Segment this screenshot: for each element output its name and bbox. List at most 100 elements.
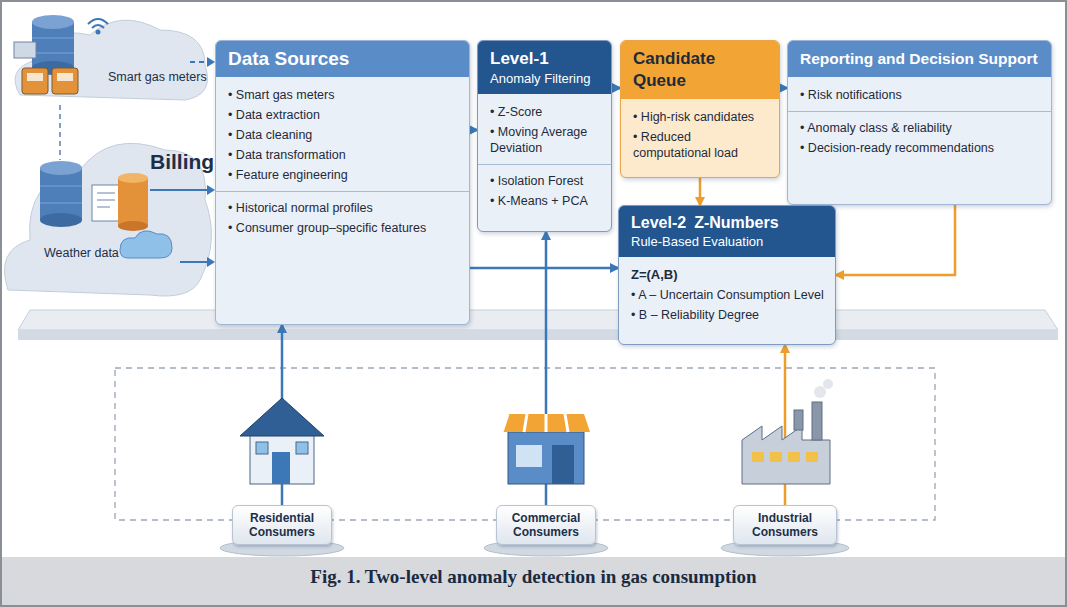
bullet-item: • Moving Average Deviation — [490, 124, 601, 156]
factory-icon-part — [823, 379, 833, 389]
gas-meter-icons — [22, 68, 78, 94]
factory-icon-part — [794, 410, 803, 430]
section-divider — [788, 111, 1051, 112]
process-box: Data Sources • Smart gas meters • Data ext… — [215, 40, 470, 325]
cloud-shapes-part — [15, 20, 208, 100]
process-box: Candidate Queue• High-risk candidates• R… — [620, 40, 780, 178]
monitor-icon-part — [14, 42, 36, 58]
house-icon-part — [250, 432, 314, 484]
source-lines-part — [180, 261, 209, 263]
wifi-symbol-part — [88, 19, 108, 24]
bullet-item: • Data extraction — [228, 107, 459, 123]
factory-icon-part — [788, 452, 800, 462]
bullet-item: • Smart gas meters — [228, 87, 459, 103]
section-divider — [216, 191, 469, 192]
gas-meter-icons-part — [27, 73, 43, 81]
source-label: Weather data — [44, 246, 119, 260]
source-label: Billing — [150, 150, 214, 174]
billing-icon-part — [97, 193, 115, 194]
shop-icon — [502, 414, 590, 484]
bullet-item: • Historical normal profiles — [228, 200, 459, 216]
box-subtitle: Anomaly Filtering — [490, 70, 601, 87]
bullet-item: • Feature engineering — [228, 167, 459, 183]
box-body: • Risk notifications • Anomaly class & re… — [788, 77, 1051, 170]
flow-arrow — [470, 129, 477, 132]
database-icon-part — [40, 161, 82, 175]
bullet-item: • Data cleaning — [228, 127, 459, 143]
house-icon-part — [256, 442, 268, 454]
box-header: Reporting and Decision Support — [788, 41, 1051, 77]
source-lines-part — [59, 105, 61, 160]
bullet-item: • Anomaly class & reliability — [800, 120, 1041, 136]
billing-icon-part — [92, 185, 120, 221]
consumer-label: Commercial Consumers — [503, 511, 589, 539]
process-box: Reporting and Decision Support• Risk not… — [787, 40, 1052, 205]
method-title: Z-Numbers — [694, 213, 778, 233]
flow-arrow — [699, 178, 702, 205]
factory-icon-part — [814, 386, 826, 398]
consumer-label-box: Residential Consumers — [232, 505, 332, 545]
consumer-label: Residential Consumers — [239, 511, 325, 539]
box-subtitle: Rule-Based Evaluation — [631, 233, 825, 250]
source-lines — [60, 57, 215, 267]
level-title: Level-2 — [631, 213, 686, 233]
source-lines-part — [190, 61, 209, 63]
box-body: • Smart gas meters • Data extraction • Dat… — [216, 77, 469, 250]
monitor-icon — [14, 42, 36, 58]
wifi-symbol-part — [92, 25, 104, 28]
house-icon — [240, 398, 324, 484]
source-lines-part — [207, 185, 215, 195]
box-title: Level-1 — [490, 48, 601, 70]
box-body: • Z-Score • Moving Average Deviation • Iso… — [478, 94, 611, 223]
billing-icon-part — [118, 221, 148, 231]
source-lines-part — [207, 257, 215, 267]
bullet-item: • Decision-ready recommendations — [800, 140, 1041, 156]
database-icon-part — [40, 186, 82, 187]
shop-icon-part — [552, 445, 574, 484]
bullet-item: • K-Means + PCA — [490, 193, 601, 209]
database-icon-part — [32, 38, 74, 39]
factory-icon-part — [812, 402, 822, 440]
consumer-link-dashed — [115, 368, 935, 520]
platform-slab-part — [18, 330, 1058, 340]
source-lines-part — [150, 189, 209, 191]
weather-cloud-icon — [120, 231, 172, 258]
box-header: Level-2 Z-NumbersRule-Based Evaluation — [619, 206, 835, 257]
factory-icon — [742, 379, 833, 484]
box-title: Data Sources — [228, 48, 459, 70]
bullet-item: • Risk notifications — [800, 87, 1041, 103]
section-divider — [478, 164, 611, 165]
factory-icon-part — [806, 452, 818, 462]
bullet-item: • High-risk candidates — [633, 109, 769, 125]
database-icon-part — [32, 53, 74, 54]
process-box: Level-1Anomaly Filtering • Z-Score • Movin… — [477, 40, 612, 232]
billing-icon-part — [97, 207, 110, 208]
database-icon — [40, 161, 82, 227]
house-icon-part — [296, 442, 308, 454]
weather-cloud-icon-part — [120, 231, 172, 258]
shop-icon-part — [516, 445, 542, 467]
gas-meter-icons-part — [22, 68, 48, 94]
bullet-item: • Isolation Forest — [490, 173, 601, 189]
billing-icon-part — [118, 178, 148, 226]
formula-text: Z=(A,B) — [631, 267, 825, 283]
bullet-item: • Z-Score — [490, 104, 601, 120]
box-title: Candidate Queue — [633, 48, 769, 92]
shop-icon-part — [502, 414, 568, 432]
process-box: Level-2 Z-NumbersRule-Based EvaluationZ=(… — [618, 205, 836, 345]
gas-meter-icons-part — [57, 73, 73, 81]
consumer-label: Industrial Consumers — [740, 511, 830, 539]
box-header: Data Sources — [216, 41, 469, 77]
flow-arrow — [780, 87, 787, 90]
billing-icon-part — [118, 173, 148, 183]
flow-arrow — [836, 205, 955, 275]
box-body: Z=(A,B) • A – Uncertain Consumption Level… — [619, 257, 835, 337]
platform-slab-part — [18, 310, 1058, 330]
database-icon — [32, 15, 74, 75]
bullet-item: • A – Uncertain Consumption Level — [631, 287, 825, 303]
bullet-item: • Consumer group–specific features — [228, 220, 459, 236]
flow-arrow — [470, 267, 618, 270]
